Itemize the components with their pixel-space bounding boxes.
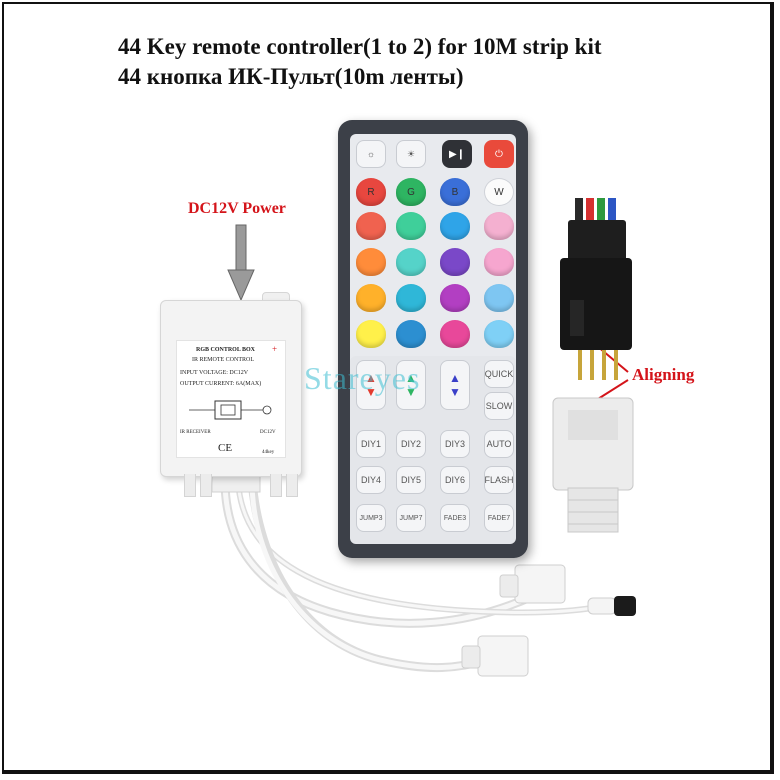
color-button[interactable] bbox=[396, 212, 426, 240]
jump7-button[interactable]: JUMP7 bbox=[396, 504, 426, 532]
color-button[interactable] bbox=[396, 284, 426, 312]
box-text-receiver: IR RECEIVER bbox=[180, 430, 211, 435]
power-button[interactable]: ⏻ bbox=[484, 140, 514, 168]
color-button-g[interactable]: G bbox=[396, 178, 426, 206]
box-text-line3: INPUT VOLTAGE: DC12V bbox=[180, 370, 249, 376]
auto-button[interactable]: AUTO bbox=[484, 430, 514, 458]
mode-label: FADE3 bbox=[443, 514, 467, 522]
box-text-line4: OUTPUT CURRENT: 6A(MAX) bbox=[180, 381, 262, 387]
color-button[interactable] bbox=[484, 284, 514, 312]
power-label: DC12V Power bbox=[188, 200, 286, 217]
color-button-label: G bbox=[407, 186, 415, 198]
female-connector-upper bbox=[499, 564, 566, 604]
power-icon: ⏻ bbox=[495, 148, 503, 160]
diy1-button[interactable]: DIY1 bbox=[356, 430, 386, 458]
color-button-label: W bbox=[494, 186, 504, 198]
color-button[interactable] bbox=[484, 212, 514, 240]
blue-up-down-button[interactable]: ▲ ▼ bbox=[440, 360, 470, 410]
title-line-russian: 44 кнопка ИК-Пульт(10m ленты) bbox=[118, 64, 464, 89]
aligning-label: Aligning bbox=[632, 365, 695, 384]
color-button[interactable] bbox=[440, 248, 470, 276]
color-button[interactable] bbox=[356, 248, 386, 276]
quick-label: QUICK bbox=[484, 369, 514, 379]
wiring-diagram-icon bbox=[189, 400, 272, 420]
diy2-button[interactable]: DIY2 bbox=[396, 430, 426, 458]
diy6-button[interactable]: DIY6 bbox=[440, 466, 470, 494]
color-button-label: B bbox=[451, 186, 459, 198]
diy-label: DIY6 bbox=[444, 475, 465, 485]
box-text-dc: DC12V bbox=[260, 430, 276, 435]
color-button[interactable] bbox=[440, 284, 470, 312]
diy-label: DIY2 bbox=[400, 439, 421, 449]
color-button[interactable] bbox=[356, 284, 386, 312]
diy3-button[interactable]: DIY3 bbox=[440, 430, 470, 458]
ir-remote-44key: ☼ ☀ ▶❙ ⏻ R G B W ▲ ▼ ▲ ▼ ▲ ▼ QUICK SLOW … bbox=[338, 120, 528, 558]
brightness-up-button[interactable]: ☼ bbox=[356, 140, 386, 168]
color-button-b[interactable]: B bbox=[440, 178, 470, 206]
diy4-button[interactable]: DIY4 bbox=[356, 466, 386, 494]
arrow-down-icon: ▼ bbox=[449, 385, 461, 399]
color-button[interactable] bbox=[440, 320, 470, 348]
ir-receiver bbox=[587, 596, 636, 616]
sun-icon: ☼ bbox=[366, 149, 376, 159]
box-label-sticker bbox=[176, 340, 286, 458]
color-button[interactable] bbox=[396, 248, 426, 276]
mode-label: JUMP7 bbox=[399, 514, 423, 522]
female-socket bbox=[552, 397, 634, 533]
color-button[interactable] bbox=[484, 320, 514, 348]
diy-label: DIY1 bbox=[360, 439, 381, 449]
diy-label: DIY4 bbox=[360, 475, 381, 485]
color-button[interactable] bbox=[356, 212, 386, 240]
mode-label: JUMP3 bbox=[359, 514, 383, 522]
box-text-line2: IR REMOTE CONTROL bbox=[192, 357, 254, 363]
box-text-line1: RGB CONTROL BOX bbox=[196, 347, 256, 353]
color-button[interactable] bbox=[396, 320, 426, 348]
ce-mark: CE bbox=[218, 442, 233, 454]
fade3-button[interactable]: FADE3 bbox=[440, 504, 470, 532]
fade7-button[interactable]: FADE7 bbox=[484, 504, 514, 532]
diy-label: DIY3 bbox=[444, 439, 465, 449]
slow-button[interactable]: SLOW bbox=[484, 392, 514, 420]
jump3-button[interactable]: JUMP3 bbox=[356, 504, 386, 532]
color-button[interactable] bbox=[484, 248, 514, 276]
auto-label: AUTO bbox=[486, 439, 512, 449]
flash-button[interactable]: FLASH bbox=[484, 466, 514, 494]
male-plug bbox=[560, 220, 632, 380]
arrow-up-icon: ▲ bbox=[449, 371, 461, 385]
flash-label: FLASH bbox=[484, 475, 514, 485]
box-model: 44key bbox=[262, 450, 275, 455]
image-frame bbox=[2, 2, 774, 774]
box-vent bbox=[184, 474, 196, 497]
brightness-down-button[interactable]: ☀ bbox=[396, 140, 426, 168]
color-button-w[interactable]: W bbox=[484, 178, 514, 206]
quick-button[interactable]: QUICK bbox=[484, 360, 514, 388]
title-line-english: 44 Key remote controller(1 to 2) for 10M… bbox=[118, 34, 602, 59]
diy-label: DIY5 bbox=[400, 475, 421, 485]
color-button[interactable] bbox=[356, 320, 386, 348]
box-plus-icon: + bbox=[272, 344, 278, 354]
box-vent bbox=[200, 474, 212, 497]
mode-label: FADE7 bbox=[487, 514, 511, 522]
box-vent bbox=[286, 474, 298, 497]
female-connector-lower bbox=[461, 635, 529, 677]
diy5-button[interactable]: DIY5 bbox=[396, 466, 426, 494]
play-pause-icon: ▶❙ bbox=[448, 148, 466, 160]
power-arrow-icon bbox=[227, 224, 255, 302]
sun-icon: ☀ bbox=[406, 148, 416, 159]
play-pause-button[interactable]: ▶❙ bbox=[442, 140, 472, 168]
slow-label: SLOW bbox=[485, 401, 513, 411]
color-button[interactable] bbox=[440, 212, 470, 240]
color-button-r[interactable]: R bbox=[356, 178, 386, 206]
box-vent bbox=[270, 474, 282, 497]
watermark: Stareyes bbox=[304, 360, 421, 396]
color-button-label: R bbox=[367, 186, 375, 198]
